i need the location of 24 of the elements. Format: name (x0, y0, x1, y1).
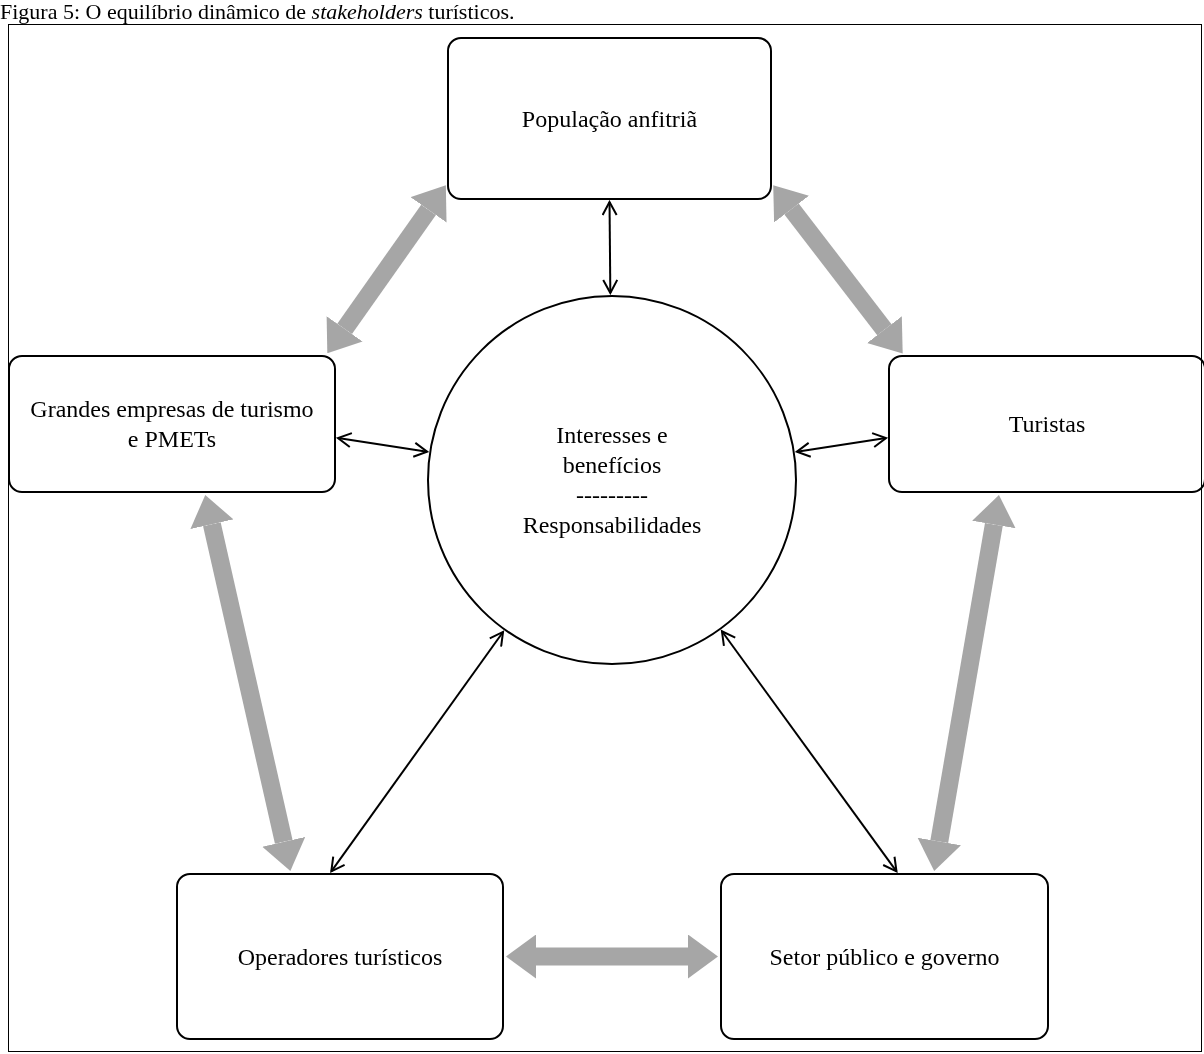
stakeholder-box (447, 37, 772, 200)
double-arrow (190, 494, 306, 872)
center-text: Responsabilidades (522, 511, 702, 540)
connector-arrow (330, 630, 504, 873)
double-arrow (917, 494, 1016, 872)
connector-arrow (337, 432, 429, 458)
double-arrow (773, 185, 903, 354)
connector-arrow (720, 630, 898, 873)
stakeholder-box (176, 873, 504, 1040)
center-text: --------- (576, 481, 648, 510)
box-label: Grandes empresas de turismo e PMETs (29, 395, 315, 454)
stakeholder-box (888, 355, 1204, 493)
box-label: Turistas (1008, 410, 1086, 439)
box-label: População anfitriã (521, 104, 698, 134)
stakeholder-box (8, 355, 336, 493)
connector-arrow (601, 201, 619, 294)
center-text: Interesses e benefícios (555, 421, 669, 480)
double-arrow (326, 185, 447, 354)
figure-title: Figura 5: O equilíbrio dinâmico de stakeholders turísticos. (0, 0, 515, 24)
stakeholder-box (720, 873, 1049, 1040)
double-arrow (506, 934, 718, 979)
connector-arrow (795, 432, 887, 458)
box-label: Operadores turísticos (237, 942, 443, 972)
box-label: Setor público e governo (769, 942, 1000, 972)
